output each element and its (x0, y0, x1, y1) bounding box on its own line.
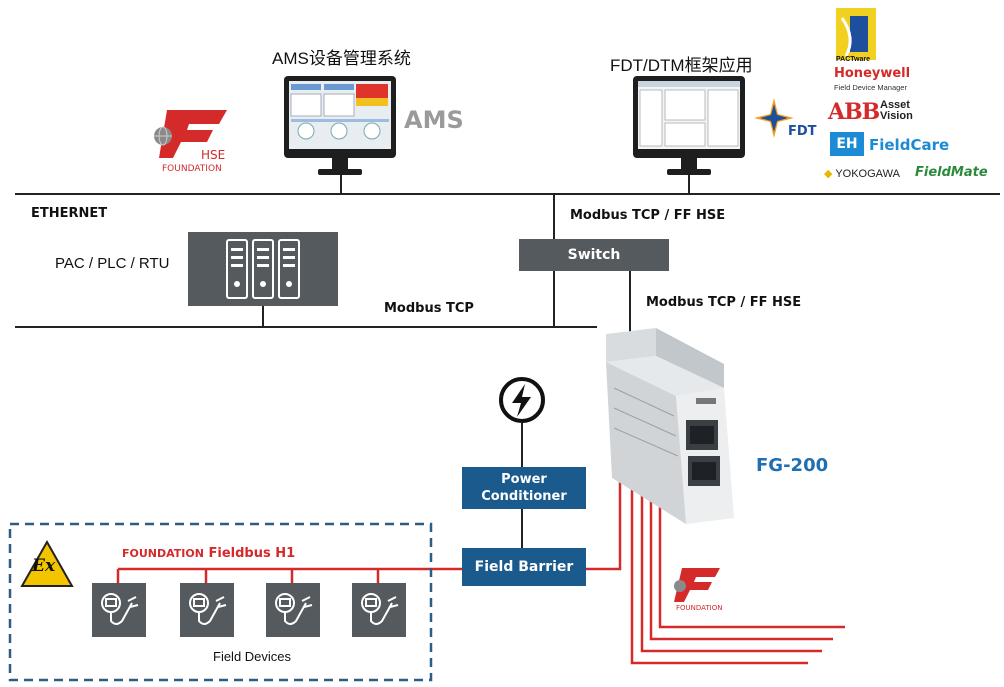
fdt-monitor-icon (633, 76, 745, 175)
fg200-label: FG-200 (756, 455, 829, 476)
switch-box: Switch (519, 239, 669, 271)
hazardous-area-border (8, 522, 433, 682)
transmitter-icon (189, 593, 227, 625)
field-barrier-box: Field Barrier (462, 548, 586, 586)
foundation-logo-sub: FOUNDATION (676, 604, 723, 612)
field-device-2 (180, 583, 234, 637)
transmitter-icon (101, 593, 139, 625)
modbus-ff-hse-top-label: Modbus TCP / FF HSE (570, 208, 726, 223)
fdt-logo-icon (754, 98, 794, 138)
fieldcare-logo: FieldCare (869, 136, 950, 154)
hse-logo-sub: FOUNDATION (162, 164, 222, 174)
ethernet-label: ETHERNET (31, 206, 108, 221)
foundation-logo-icon (674, 568, 720, 602)
honeywell-logo-sub: Field Device Manager (834, 83, 907, 92)
ams-title: AMS设备管理系统 (272, 49, 411, 68)
ams-monitor-icon (284, 76, 396, 175)
yokogawa-logo: ◆ YOKOGAWA (824, 168, 900, 180)
eh-logo-icon: EH (830, 132, 864, 156)
pac-plc-rtu-label: PAC / PLC / RTU (55, 255, 170, 272)
fdt-title: FDT/DTM框架应用 (610, 56, 753, 75)
plc-box (188, 232, 338, 306)
fg200-gateway-device (606, 328, 734, 524)
fieldbus-red-lines (116, 468, 845, 665)
hse-logo-text: HSE (201, 148, 226, 162)
power-lightning-icon (499, 377, 545, 423)
ex-hazard-icon (20, 540, 74, 587)
ams-logo: AMS (404, 106, 464, 134)
modbus-ff-hse-mid-label: Modbus TCP / FF HSE (646, 295, 802, 310)
field-device-4 (352, 583, 406, 637)
transmitter-icon (275, 593, 313, 625)
abb-logo: ABB (828, 99, 880, 125)
field-device-3 (266, 583, 320, 637)
server-rack-icon (226, 239, 300, 299)
honeywell-logo: Honeywell (834, 66, 911, 81)
fdt-logo-text: FDT (788, 124, 817, 139)
field-devices-label: Field Devices (213, 649, 292, 664)
power-conditioner-box: Power Conditioner (462, 467, 586, 509)
pactware-logo-icon (836, 8, 876, 60)
fieldmate-logo: FieldMate (915, 165, 988, 180)
field-device-1 (92, 583, 146, 637)
ex-mark-text: Ex (32, 556, 56, 576)
modbus-tcp-label: Modbus TCP (384, 301, 474, 316)
transmitter-icon (361, 593, 399, 625)
fieldbus-h1-label: FOUNDATION Fieldbus H1 (122, 546, 296, 561)
pactware-logo-text: PACTware (836, 56, 870, 63)
hse-foundation-logo (154, 110, 227, 158)
